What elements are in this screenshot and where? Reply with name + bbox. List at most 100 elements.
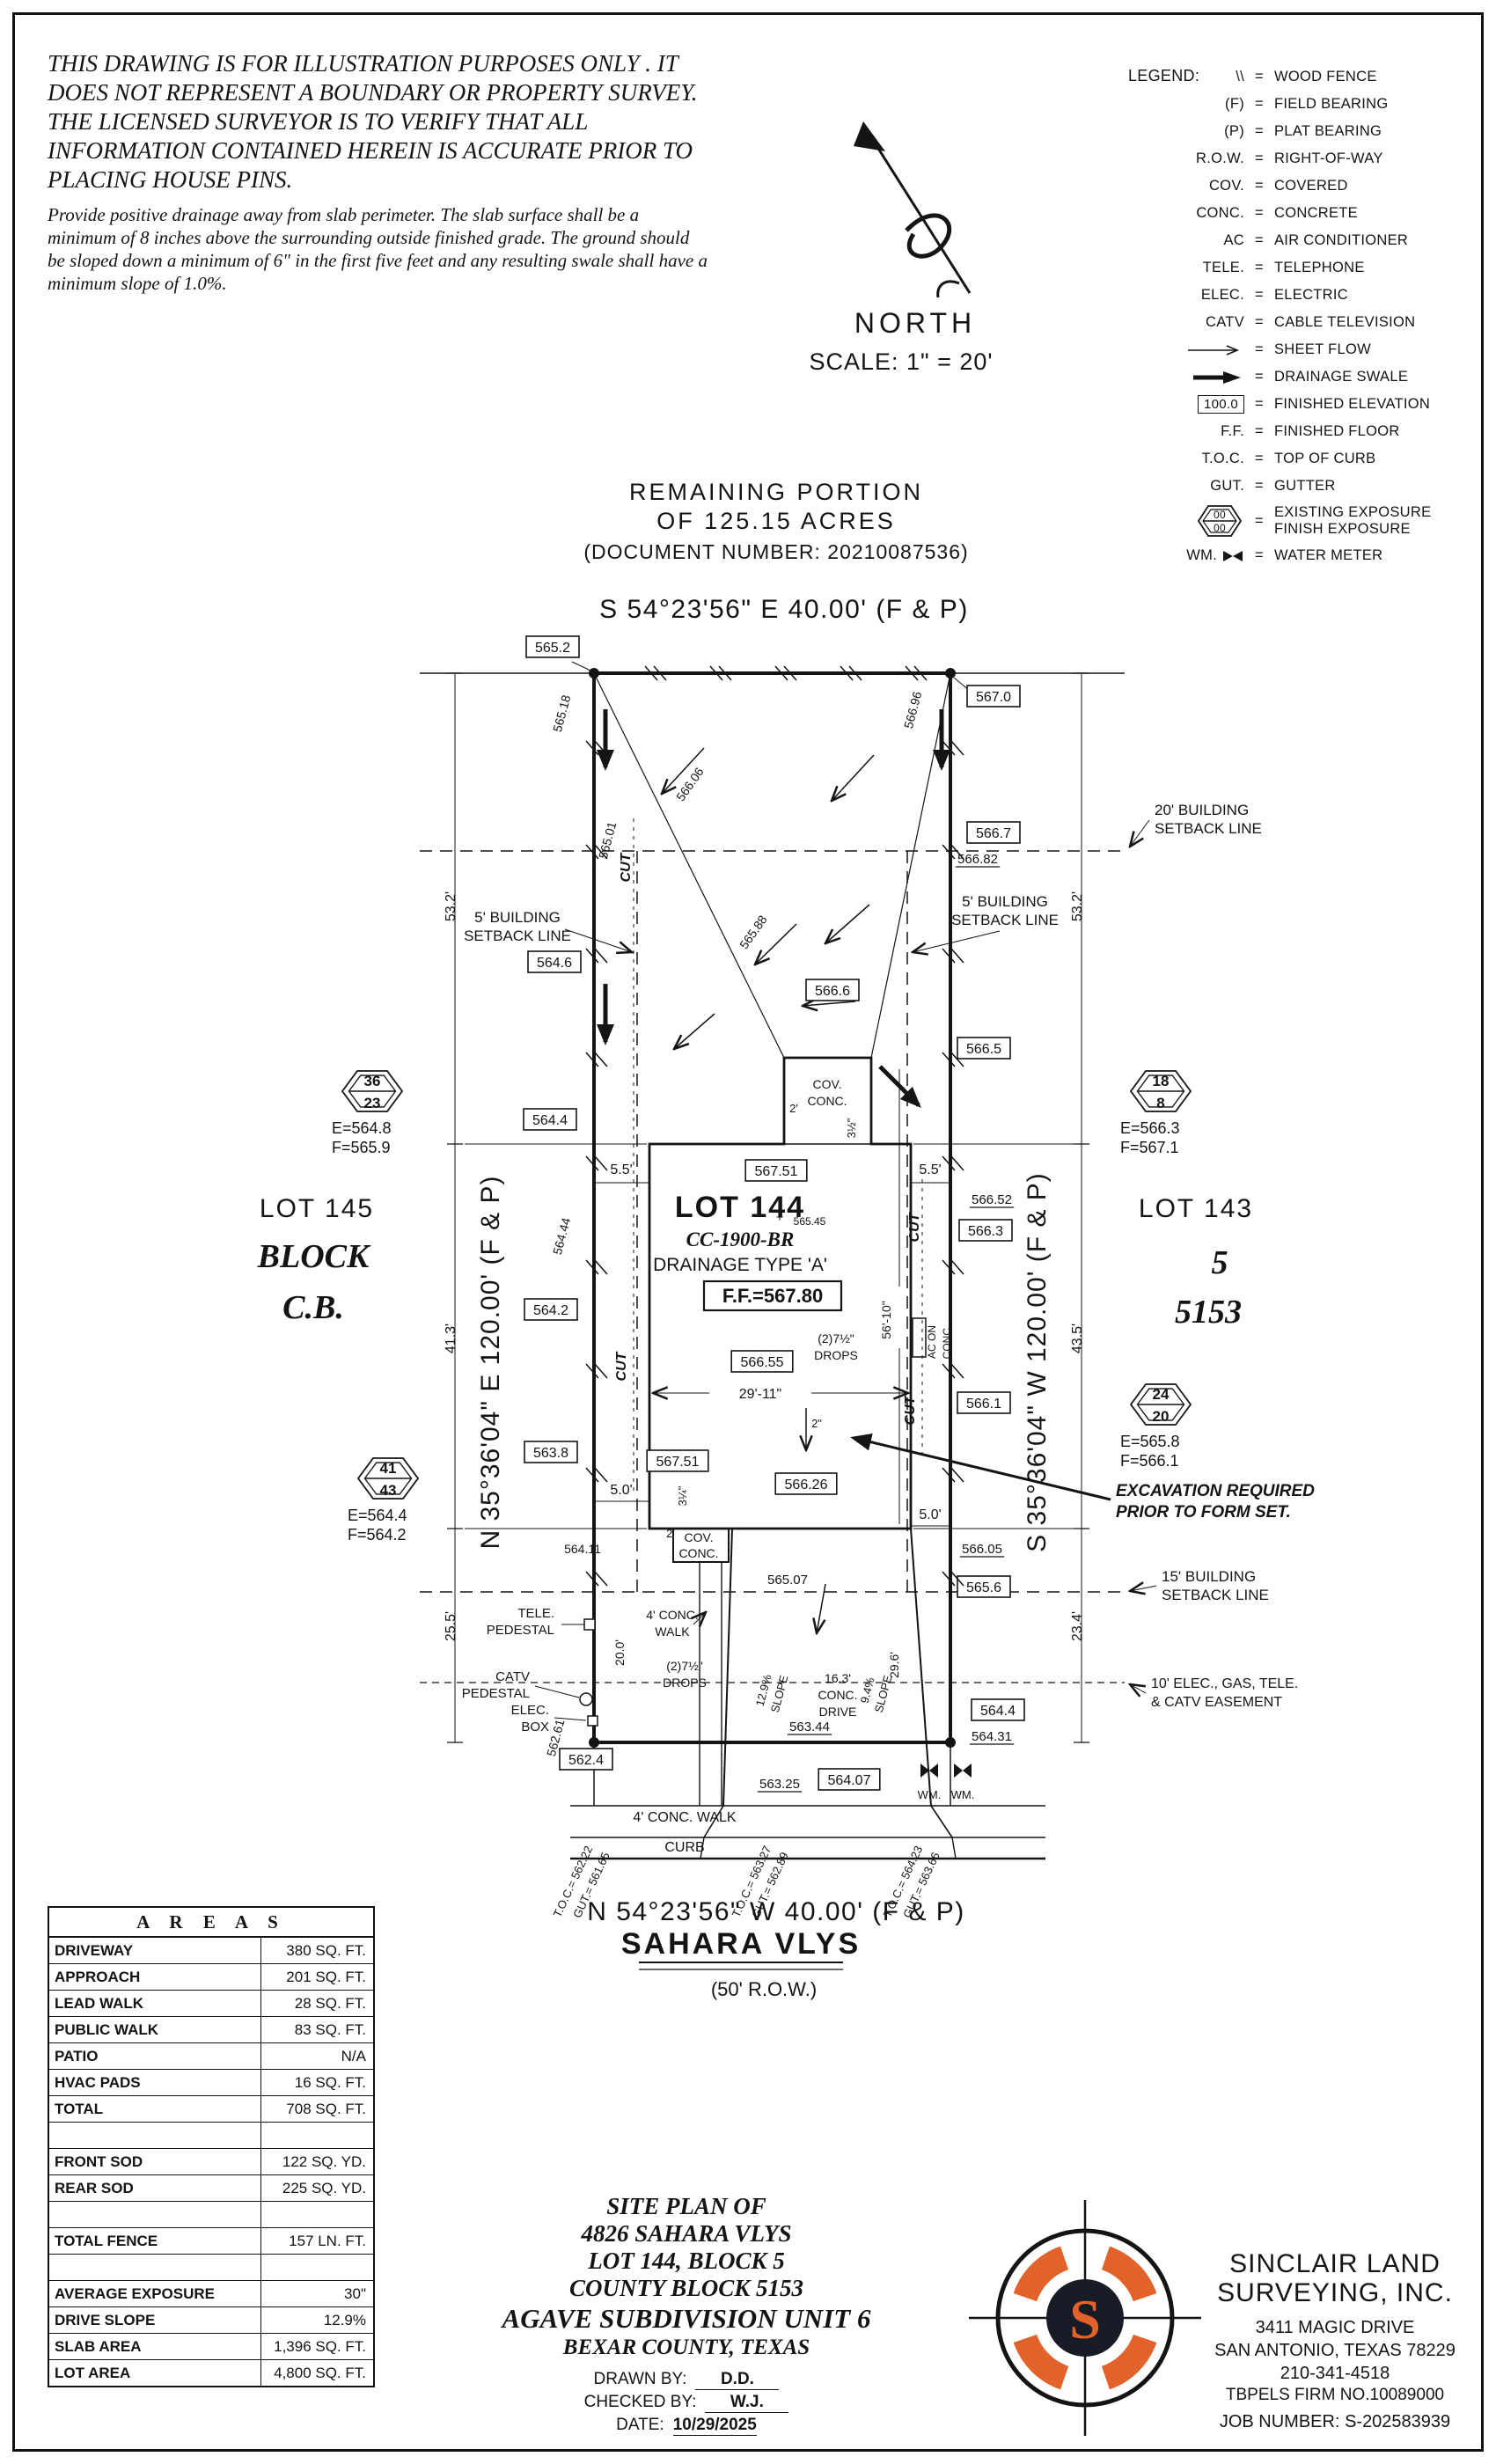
areas-row-label: SLAB AREA (49, 2334, 262, 2359)
plan-label: 565.88 (737, 913, 770, 951)
north-arrowhead (854, 121, 885, 151)
legend-label: EXISTING EXPOSURE FINISH EXPOSURE (1274, 504, 1484, 538)
plan-label: 25.5' (444, 1611, 458, 1641)
exposure-hexagon (1129, 1383, 1192, 1426)
areas-row: SLAB AREA 1,396 SQ. FT. (49, 2334, 373, 2360)
legend-equals: = (1255, 512, 1264, 529)
wood-fence-tick (585, 1363, 599, 1379)
areas-row-label (49, 2123, 262, 2148)
elevation-box (958, 1219, 1013, 1242)
disclaimer-paragraph-1: THIS DRAWING IS FOR ILLUSTRATION PURPOSE… (48, 50, 698, 193)
plan-label: 567.0 (976, 690, 1011, 705)
company-city: SAN ANTONIO, TEXAS 78229 (1214, 2341, 1456, 2360)
company-address: 3411 MAGIC DRIVE SAN ANTONIO, TEXAS 7822… (1190, 2316, 1480, 2407)
plan-label: 20.0' (612, 1639, 627, 1666)
drive-walk-lines (699, 1528, 957, 1859)
elevation-box (525, 635, 580, 658)
flow-arrows (597, 709, 1111, 1633)
exposure-hexagon (1136, 1074, 1185, 1108)
areas-row-label: DRIVE SLOPE (49, 2307, 262, 2333)
plan-label: 565.07 (767, 1573, 808, 1588)
wood-fence-tick (585, 1155, 599, 1171)
areas-row-label (49, 2202, 262, 2227)
water-meter-symbol (954, 1764, 972, 1778)
plan-label: 564.07 (828, 1773, 871, 1788)
plan-label: 2" (811, 1417, 822, 1430)
areas-row-value: 83 SQ. FT. (294, 2020, 366, 2038)
ac-pad (912, 1317, 927, 1358)
elevation-box (966, 685, 1021, 708)
lot-left-name: LOT 145 (260, 1194, 374, 1223)
wood-fence-tick (942, 1155, 956, 1171)
wood-fence-tick (594, 948, 608, 964)
legend-symbol: CONC. (1196, 205, 1244, 221)
wood-fence-tick (942, 740, 956, 756)
legend-row: 00 00 = EXISTING EXPOSURE FINISH EXPOSUR… (1128, 500, 1484, 542)
remaining-portion-1: REMAINING PORTION (629, 479, 923, 505)
areas-row (49, 2255, 373, 2281)
wood-fence-tick (950, 1363, 964, 1379)
job-number-value: S-202583939 (1345, 2411, 1451, 2431)
exposure-value: E=566.3 (1120, 1119, 1180, 1137)
plan-label: CURB (664, 1840, 704, 1855)
exposure-hexagon (1136, 1388, 1185, 1421)
plan-label: 5' BUILDING (962, 893, 1048, 910)
exposure-hexagon (1129, 1070, 1192, 1112)
plan-label: 566.06 (673, 765, 707, 803)
plan-label: 3½" (845, 1118, 858, 1138)
elevation-box (957, 1575, 1011, 1598)
wood-fence-tick (942, 948, 956, 964)
plan-label: 563.44 (789, 1720, 830, 1734)
company-logo: S (969, 2200, 1201, 2436)
lot-right-name: LOT 143 (1139, 1194, 1253, 1223)
legend-equals: = (1255, 123, 1264, 139)
subject-drainage: DRAINAGE TYPE 'A' (653, 1255, 827, 1275)
covered-porch (672, 1528, 730, 1563)
wood-fence-tick (950, 1259, 964, 1275)
exposure-top-value: 00 (1214, 509, 1226, 521)
plan-label: 5' BUILDING (474, 909, 561, 926)
plan-label: 5.5' (919, 1162, 941, 1177)
wood-fence-tick (585, 948, 599, 964)
areas-row-value: 225 SQ. YD. (282, 2179, 366, 2196)
exposure-value: E=564.8 (332, 1119, 392, 1137)
legend-symbol: CATV (1206, 314, 1244, 330)
plan-label: 567.51 (755, 1164, 798, 1179)
date-row: DATE: 10/29/2025 (466, 2416, 906, 2437)
plan-label: 41.3' (444, 1324, 458, 1353)
bearing-right: S 35°36'04" W 120.00' (F & P) (1023, 1172, 1052, 1552)
plan-label: TELE. (517, 1606, 554, 1621)
areas-row-value (261, 2202, 373, 2227)
plan-label: DROPS (814, 1348, 858, 1362)
plan-label: DRIVE (819, 1705, 857, 1719)
company-name-2: SURVEYING, INC. (1217, 2278, 1453, 2307)
exposure-value: 36 (364, 1073, 381, 1089)
areas-row-value: 380 SQ. FT. (286, 1941, 366, 1959)
catv-pedestal-symbol (579, 1692, 593, 1706)
finished-elevation-icon: 100.0 (1160, 395, 1244, 414)
finished-elevation-value: 100.0 (1197, 395, 1244, 414)
legend-equals: = (1255, 369, 1264, 385)
legend-label: GUTTER (1274, 478, 1336, 494)
legend-label: TELEPHONE (1274, 260, 1365, 275)
areas-row: TOTAL FENCE 157 LN. FT. (49, 2228, 373, 2255)
plan-label: 29.6' (887, 1652, 901, 1678)
plan-label: 5.0' (610, 1483, 632, 1498)
plan-label: 15' BUILDING (1162, 1568, 1256, 1585)
company-firm: TBPELS FIRM NO.10089000 (1225, 2386, 1445, 2404)
wood-fence-tick (594, 740, 608, 756)
title-line-1: SITE PLAN OF (606, 2193, 766, 2219)
document-number: (DOCUMENT NUMBER: 20210087536) (583, 540, 968, 563)
plan-label: 566.7 (976, 826, 1011, 841)
plan-label: 20' BUILDING (1155, 802, 1249, 818)
plan-label: 566.96 (901, 690, 925, 730)
areas-row-value (261, 2123, 373, 2148)
plan-texts: LOT 145 BLOCK C.B. LOT 143 5 5153 LOT 14… (257, 1172, 1253, 2000)
legend-row: R.O.W. = RIGHT-OF-WAY (1128, 145, 1484, 172)
areas-row-label: LOT AREA (49, 2360, 262, 2386)
plan-label: 564.44 (550, 1216, 574, 1257)
drawn-by-value: D.D. (695, 2370, 780, 2391)
legend-symbol: T.O.C. (1201, 451, 1244, 466)
checked-by-value: W.J. (705, 2393, 789, 2414)
exposure-hexagon (348, 1074, 397, 1108)
